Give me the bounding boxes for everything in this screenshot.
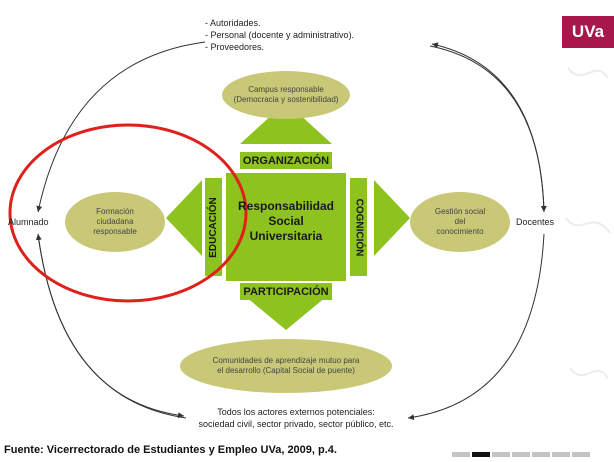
band-bottom-label: PARTICIPACIÓN — [243, 286, 329, 298]
node-gestion-line1: Gestión social — [434, 207, 486, 216]
green-arrow-right — [374, 180, 410, 256]
band-right-label: COGNICIÓN — [353, 198, 364, 256]
band-right-label-wrap: COGNICIÓN — [350, 178, 367, 276]
uva-logo: UVa — [562, 16, 614, 48]
node-comunidades-line1: Comunidades de aprendizaje mutuo para — [212, 356, 360, 365]
node-campus-line1: Campus responsable — [248, 85, 324, 94]
bottom-actors-line1: Todos los actores externos potenciales: — [217, 407, 375, 417]
node-gestion-line3: conocimiento — [436, 227, 484, 236]
node-formacion-line2: ciudadana — [96, 217, 134, 226]
connector-bottom-left — [35, 233, 187, 419]
band-top — [240, 152, 332, 169]
progress-segment — [532, 452, 550, 457]
progress-segment — [492, 452, 510, 457]
center-label: Responsabilidad Social Universitaria — [226, 199, 346, 244]
bottom-actors-line2: sociedad civil, sector privado, sector p… — [198, 419, 394, 429]
node-formacion-line3: responsable — [93, 227, 137, 236]
top-actors: - Autoridades. - Personal (docente y adm… — [205, 17, 354, 53]
ellipse-campus — [222, 71, 350, 119]
green-arrow-down — [240, 292, 332, 330]
band-left-label: EDUCACIÓN — [208, 196, 219, 258]
node-campus: Campus responsable (Democracia y sosteni… — [222, 81, 350, 109]
node-gestion-line2: del — [454, 217, 466, 226]
progress-segment — [452, 452, 470, 457]
connector-top-right — [429, 45, 547, 213]
progress-segment — [512, 452, 530, 457]
source-caption: Fuente: Vicerrectorado de Estudiantes y … — [4, 444, 337, 456]
connector-top-right-in — [431, 42, 545, 213]
connector-top-left — [36, 41, 206, 213]
label-docentes: Docentes — [516, 217, 555, 227]
node-formacion: Formación ciudadana responsable — [65, 205, 165, 239]
watermark-decoration — [562, 48, 614, 428]
connector-bottom-left-in — [37, 233, 185, 419]
band-left-label-wrap: EDUCACIÓN — [205, 178, 222, 276]
band-right — [350, 178, 367, 276]
node-comunidades-line2: el desarrollo (Capital Social de puente) — [217, 366, 355, 375]
progress-segment — [552, 452, 570, 457]
progress-segment — [572, 452, 590, 457]
green-arrow-left — [166, 180, 202, 256]
node-formacion-line1: Formación — [96, 207, 134, 216]
progress-segment — [472, 452, 490, 457]
center-line3: Universitaria — [249, 229, 323, 243]
top-actor-1: - Autoridades. — [205, 18, 261, 28]
center-line2: Social — [268, 214, 304, 228]
connector-bottom-right — [407, 233, 545, 421]
center-line1: Responsabilidad — [237, 199, 335, 213]
node-gestion: Gestión social del conocimiento — [410, 205, 510, 239]
top-actor-3: - Proveedores. — [205, 42, 265, 52]
node-campus-line2: (Democracia y sostenibilidad) — [233, 95, 339, 104]
top-actor-2: - Personal (docente y administrativo). — [205, 30, 355, 40]
node-comunidades: Comunidades de aprendizaje mutuo para el… — [180, 352, 392, 380]
label-alumnado: Alumnado — [8, 217, 49, 227]
band-left — [205, 178, 222, 276]
band-bottom — [240, 283, 332, 300]
band-top-label: ORGANIZACIÓN — [242, 155, 330, 167]
ellipse-formacion — [65, 192, 165, 252]
highlight-circle — [8, 123, 248, 303]
slide-progress — [452, 452, 590, 457]
bottom-actors: Todos los actores externos potenciales: … — [186, 406, 406, 430]
ellipse-gestion — [410, 192, 510, 252]
ellipse-comunidades — [180, 339, 392, 393]
green-arrow-up — [240, 102, 332, 144]
